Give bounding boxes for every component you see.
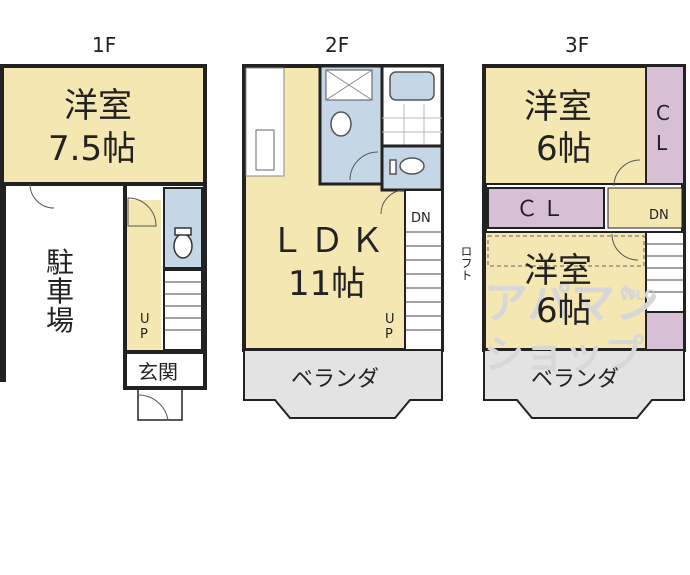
ldk-size: 11帖	[288, 264, 365, 304]
f1-hallway	[127, 200, 161, 350]
f3-closet-mid	[487, 187, 605, 229]
watermark-line1: アパマン	[484, 278, 659, 329]
f3-dn-label: DN	[649, 208, 669, 223]
parking-label-1: 駐	[46, 246, 74, 279]
f2-bath-tiles	[382, 104, 442, 146]
floor-1f: 洋室 7.5帖 駐 車 場 玄関 U P	[0, 64, 207, 421]
f3-closet-bottom	[645, 311, 685, 351]
f3-door-arc-2	[611, 233, 639, 261]
f3-cl-mid: ＣＬ	[516, 197, 568, 222]
f2-up-u: U	[385, 312, 395, 327]
floor-label-1f: 1F	[92, 33, 116, 57]
f2-stairs	[404, 189, 443, 351]
f2-veranda	[243, 349, 443, 419]
f3-loft-area	[487, 235, 645, 267]
f1-western-size: 7.5帖	[48, 129, 136, 169]
f1-stair-steps	[164, 281, 202, 331]
toilet-tank-icon	[174, 227, 192, 236]
floor-2f: ＬＤＫ 11帖 DN U P ベランダ	[242, 64, 444, 419]
f3-room-b-label: 洋室	[524, 251, 592, 291]
f3-closet-right	[645, 65, 685, 185]
f3-cl-right-1: C	[656, 101, 670, 125]
f3-door-arc	[613, 159, 641, 187]
toilet-icon	[173, 233, 193, 259]
f2-up-p: P	[385, 327, 393, 342]
parking-label-3: 場	[46, 304, 74, 337]
f1-entrance	[123, 350, 207, 390]
watermark-side: WLC	[620, 288, 655, 304]
f2-door-arc-2	[380, 189, 406, 215]
watermark-line2: ショップ	[484, 332, 644, 378]
f3-room-a-label: 洋室	[524, 87, 592, 127]
f1-entrance-door-arc	[137, 394, 169, 421]
f3-cl-right-2: L	[656, 131, 668, 155]
f3-veranda-label: ベランダ	[531, 367, 619, 392]
entrance-label: 玄関	[138, 360, 178, 384]
f1-entrance-porch	[137, 388, 183, 421]
f1-western-label: 洋室	[64, 86, 132, 126]
floor-3f: アパマン ショップ WLC 洋室 6帖 C L ＣＬ DN ロフト 洋室 6帖 …	[459, 64, 686, 419]
f3-landing	[607, 187, 683, 229]
f1-western-room	[0, 64, 207, 186]
floor-label-3f: 3F	[565, 33, 589, 57]
f3-veranda	[483, 349, 685, 419]
f2-dn-label: DN	[411, 211, 431, 226]
apamanshop-watermark: アパマン ショップ WLC	[484, 278, 659, 378]
f1-parking-wall	[0, 184, 6, 382]
f2-veranda-label: ベランダ	[291, 367, 379, 392]
parking-label-2: 車	[46, 275, 74, 308]
f1-up-u: U	[140, 312, 150, 327]
f1-door-arc	[127, 197, 157, 227]
f3-stairs	[645, 231, 685, 313]
loft-label: ロフト	[459, 245, 473, 281]
f1-door-arc-2	[29, 183, 55, 209]
f1-up-p: P	[140, 327, 148, 342]
f3-room-b-size: 6帖	[536, 291, 592, 331]
toilet-tank-icon	[389, 159, 397, 175]
toilet-icon	[399, 157, 425, 175]
sink-icon	[255, 129, 275, 171]
f3-room-a-size: 6帖	[536, 129, 592, 169]
washbasin-icon	[330, 111, 352, 137]
bathtub-icon	[389, 71, 435, 101]
ldk-label: ＬＤＫ	[270, 221, 390, 261]
f2-door-arc	[349, 151, 379, 181]
floor-label-2f: 2F	[325, 33, 349, 57]
f3-stair-steps	[646, 243, 684, 293]
f2-stair-steps	[405, 231, 442, 331]
